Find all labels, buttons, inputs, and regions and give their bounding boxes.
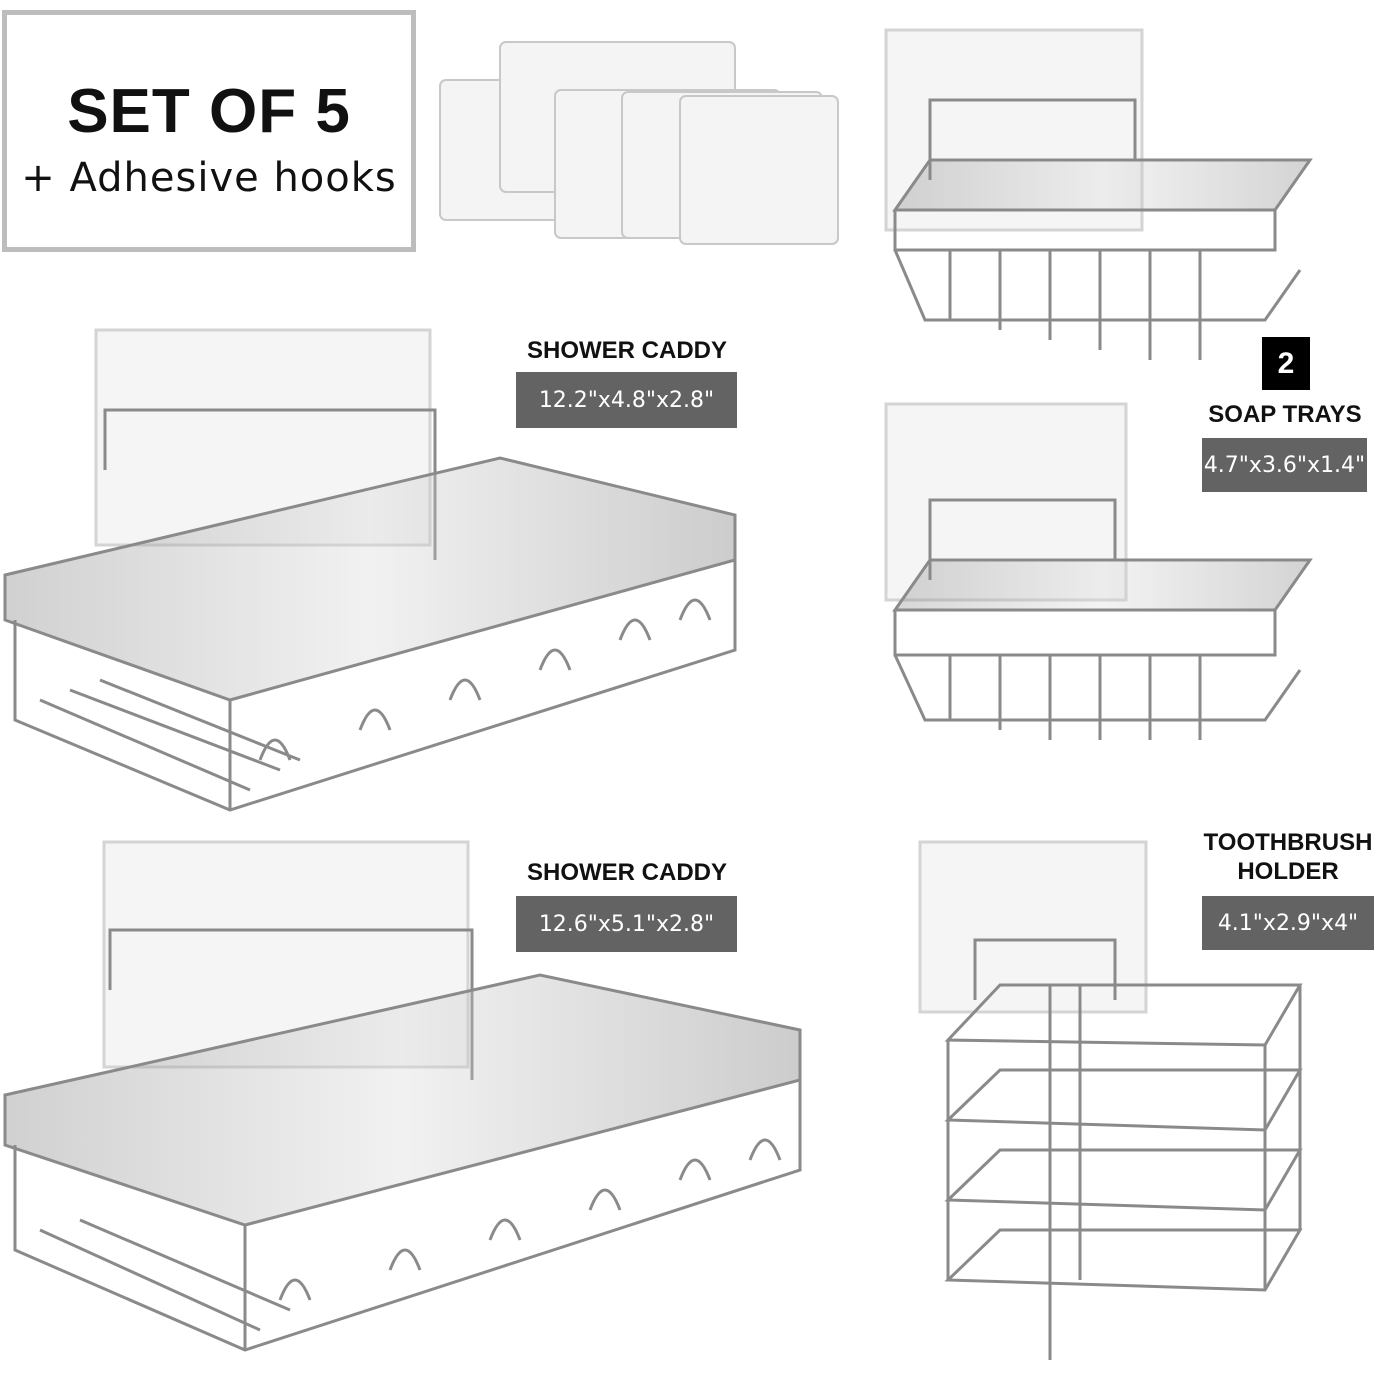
shower-caddy-1-title: SHOWER CADDY xyxy=(526,337,727,364)
toothbrush-title-line2: HOLDER xyxy=(1237,858,1339,885)
toothbrush-holder-image xyxy=(918,840,1303,1360)
soap-trays-title: SOAP TRAYS xyxy=(1208,401,1362,428)
shower-caddy-2-title: SHOWER CADDY xyxy=(526,859,727,886)
set-of-5-box: SET OF 5 + Adhesive hooks xyxy=(2,10,416,252)
shower-caddy-1-image xyxy=(3,328,737,812)
set-subtitle: + Adhesive hooks xyxy=(21,155,397,201)
shower-caddy-1-dimensions: 12.2"x4.8"x2.8" xyxy=(516,372,737,428)
soap-tray-count-badge: 2 xyxy=(1262,337,1310,390)
soap-tray-1-image xyxy=(884,28,1313,360)
toothbrush-title-line1: TOOTHBRUSH xyxy=(1203,829,1373,856)
adhesive-hooks-image xyxy=(439,41,839,245)
set-title: SET OF 5 xyxy=(67,77,351,146)
toothbrush-holder-title: TOOTHBRUSH HOLDER xyxy=(1190,828,1380,886)
shower-caddy-2-image xyxy=(3,840,802,1352)
soap-trays-dimensions: 4.7"x3.6"x1.4" xyxy=(1202,438,1367,492)
shower-caddy-2-dimensions: 12.6"x5.1"x2.8" xyxy=(516,896,737,952)
toothbrush-holder-dimensions: 4.1"x2.9"x4" xyxy=(1202,896,1374,950)
soap-tray-2-image xyxy=(884,402,1313,740)
